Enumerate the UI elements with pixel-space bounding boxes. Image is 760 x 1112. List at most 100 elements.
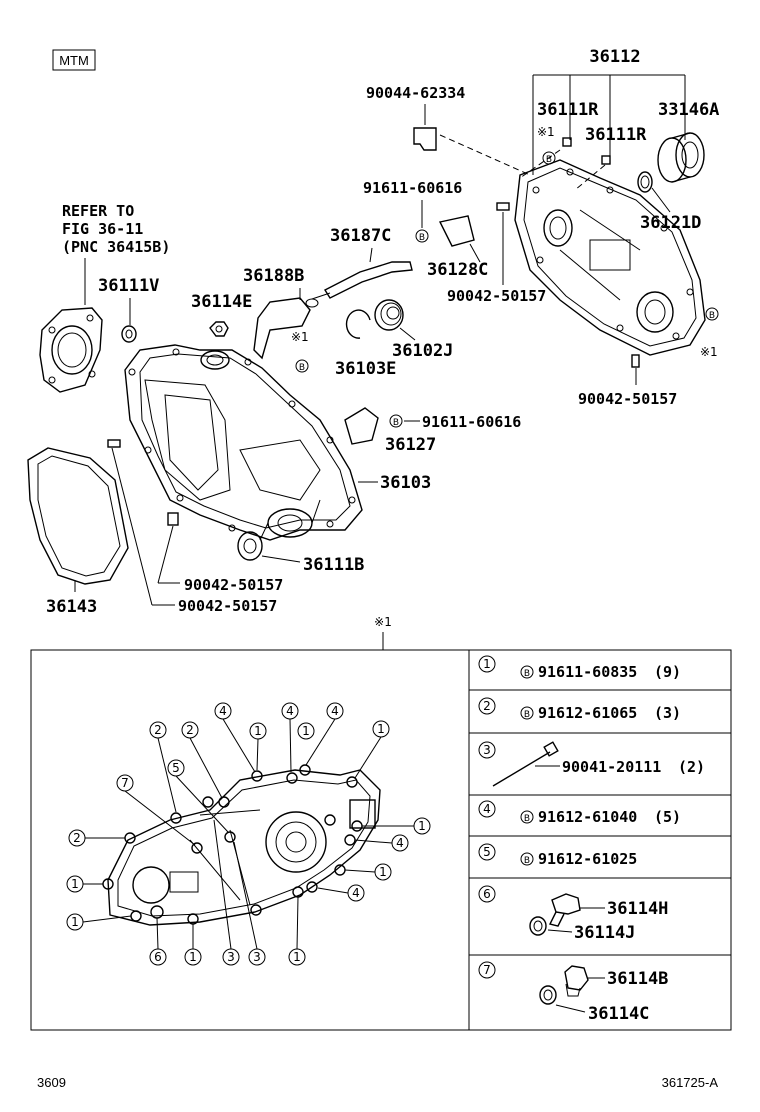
svg-text:2: 2: [483, 699, 491, 713]
legend-row-1: 1 B 91611-60835 (9): [478, 655, 681, 681]
extension-housing-36112: [514, 159, 706, 356]
callout-36111R-a: 36111R: [537, 100, 599, 120]
callout-36112: 36112: [589, 47, 640, 67]
svg-text:4: 4: [219, 704, 227, 718]
svg-text:B: B: [546, 155, 552, 165]
figure-code: 361725-A: [662, 1075, 719, 1090]
callout-36102J: 36102J: [392, 341, 453, 361]
svg-text:B: B: [393, 418, 399, 428]
callout-33146A: 33146A: [658, 100, 719, 120]
model-tag: MTM: [59, 53, 89, 68]
bracket-90044: [413, 127, 437, 151]
callout-36114E: 36114E: [191, 292, 252, 312]
note-mark-upper: ※1: [537, 125, 555, 139]
svg-text:7: 7: [483, 963, 491, 977]
legend-row-6: 6 36114H 36114J: [478, 885, 668, 943]
legend-part-1: 91611-60835: [538, 663, 637, 681]
detail-callouts: 2 2 4 4 1 4 1 7 5 2 1 4 1 1 4 1 6 1 3: [66, 702, 431, 966]
svg-text:1: 1: [379, 865, 387, 879]
svg-text:4: 4: [331, 704, 339, 718]
callout-36128C: 36128C: [427, 260, 488, 280]
legend-qty-4: (5): [654, 808, 681, 826]
plate-36127: [344, 407, 379, 445]
cover-plate: [39, 307, 103, 393]
svg-text:B: B: [524, 710, 530, 720]
detail-case-bolt-map: [107, 769, 381, 926]
callout-36103: 36103: [380, 473, 431, 493]
refer-note-line3: (PNC 36415B): [62, 238, 170, 256]
svg-text:1: 1: [189, 950, 197, 964]
seal-36111V: [121, 325, 137, 343]
callout-36103E: 36103E: [335, 359, 396, 379]
svg-text:2: 2: [73, 831, 81, 845]
bearing-36102J: [374, 299, 404, 331]
note-mark-right: ※1: [700, 345, 718, 359]
gasket-36114J: [529, 916, 547, 936]
svg-text:4: 4: [483, 802, 491, 816]
svg-text:3: 3: [227, 950, 235, 964]
callout-91611-60616-a: 91611-60616: [363, 179, 462, 197]
nut-36114E: [209, 321, 229, 337]
callout-36111V: 36111V: [98, 276, 159, 296]
legend-part-3: 90041-20111: [562, 758, 661, 776]
svg-text:B: B: [524, 856, 530, 866]
legend-qty-3: (2): [678, 758, 705, 776]
callout-36143: 36143: [46, 597, 97, 617]
svg-text:6: 6: [483, 887, 491, 901]
callout-36127: 36127: [385, 435, 436, 455]
seal-33146A: [657, 132, 705, 183]
svg-text:1: 1: [418, 819, 426, 833]
svg-text:5: 5: [172, 761, 180, 775]
svg-text:1: 1: [483, 657, 491, 671]
refer-note-line1: REFER TO: [62, 202, 134, 220]
plate-36128C: [438, 215, 475, 247]
svg-text:6: 6: [154, 950, 162, 964]
svg-text:2: 2: [154, 723, 162, 737]
pin-upper: [496, 202, 510, 211]
callout-90042-50157-d: 90042-50157: [178, 597, 277, 615]
legend-part-5: 91612-61025: [538, 850, 637, 868]
callout-91611-60616-b: 91611-60616: [422, 413, 521, 431]
callout-36121D: 36121D: [640, 213, 701, 233]
svg-text:4: 4: [286, 704, 294, 718]
legend-row-4: 4 B 91612-61040 (5): [478, 800, 681, 826]
callout-90042-50157-b: 90042-50157: [578, 390, 677, 408]
legend-part-7b: 36114C: [588, 1004, 649, 1024]
model-tag-box: [52, 49, 96, 71]
bolt-mark: [542, 151, 556, 165]
svg-text:4: 4: [396, 836, 404, 850]
legend-qty-1: (9): [654, 663, 681, 681]
legend-part-6b: 36114J: [574, 923, 635, 943]
lever-36187C: [324, 261, 413, 299]
seal-36111B: [237, 531, 263, 561]
gasket-36143: [27, 447, 129, 585]
legend-part-4: 91612-61040: [538, 808, 637, 826]
legend-row-3: 3 90041-20111 (2): [478, 741, 705, 787]
svg-text:1: 1: [254, 724, 262, 738]
drain-plug-36114H: [551, 893, 581, 915]
svg-text:1: 1: [71, 877, 79, 891]
legend-qty-2: (3): [654, 704, 681, 722]
legend-row-2: 2 B 91612-61065 (3): [478, 697, 681, 722]
svg-text:1: 1: [302, 724, 310, 738]
snap-ring-36103E: [345, 309, 371, 339]
stud-bolt-icon: [492, 751, 551, 787]
legend-part-2: 91612-61065: [538, 704, 637, 722]
callout-90042-50157-c: 90042-50157: [184, 576, 283, 594]
svg-text:4: 4: [352, 886, 360, 900]
svg-text:B: B: [524, 669, 530, 679]
svg-text:7: 7: [121, 776, 129, 790]
svg-text:B: B: [524, 814, 530, 824]
callout-36187C: 36187C: [330, 226, 391, 246]
svg-text:1: 1: [293, 950, 301, 964]
svg-text:3: 3: [253, 950, 261, 964]
legend-row-5: 5 B 91612-61025: [478, 843, 637, 868]
svg-text:1: 1: [377, 722, 385, 736]
ring-36121D: [637, 171, 653, 193]
svg-text:B: B: [419, 233, 425, 243]
svg-text:B: B: [299, 363, 305, 373]
refer-note-line2: FIG 36-11: [62, 220, 143, 238]
detail-panel: [30, 649, 732, 1031]
callout-36111R-b: 36111R: [585, 125, 647, 145]
legend-row-7: 7 36114B 36114C: [478, 961, 668, 1024]
